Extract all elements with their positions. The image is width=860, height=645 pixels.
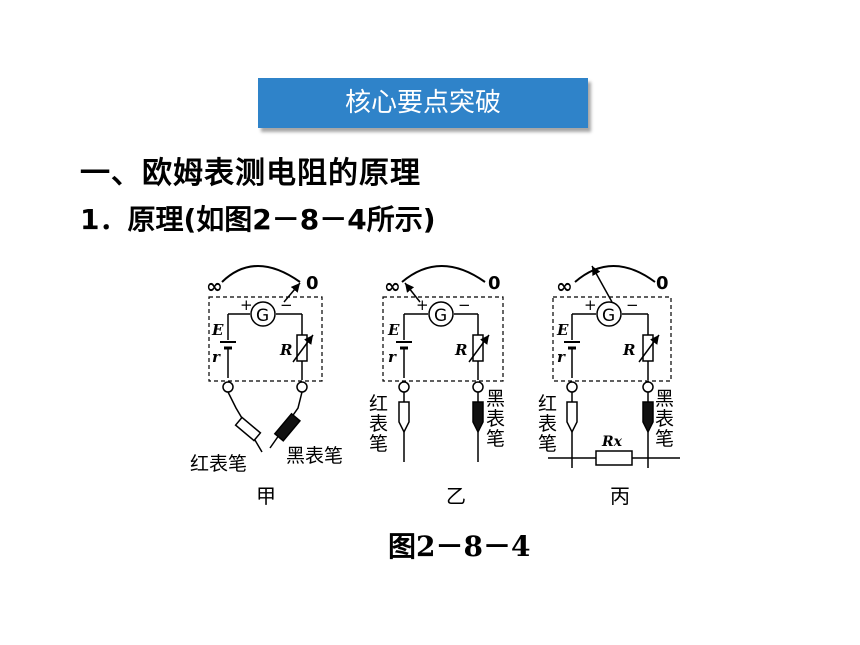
terminal-icon <box>222 381 234 393</box>
panel-label-bing: 丙 <box>610 484 630 508</box>
rheostat-label: R <box>454 341 467 359</box>
rheostat-icon <box>472 334 484 362</box>
plus-sign: + <box>240 296 253 314</box>
red-probe-char: 表 <box>369 413 388 435</box>
rheostat-label: R <box>622 341 635 359</box>
rheostat-arrow <box>292 334 314 363</box>
minus-sign: − <box>458 296 471 314</box>
meter-scale-arc <box>401 265 486 283</box>
internal-r-label: r <box>388 348 397 366</box>
section-heading: 一、欧姆表测电阻的原理 <box>80 156 421 191</box>
panel-bing: ∞ 0 G + − E r R Rx 红 表 笔 黑 表 <box>538 265 680 468</box>
rheostat-arrow <box>638 334 660 363</box>
black-probe-icon <box>273 412 302 442</box>
galvanometer-label: G <box>602 306 615 326</box>
rheostat-icon <box>642 334 654 362</box>
black-probe-char: 笔 <box>655 428 674 450</box>
infinity-mark: ∞ <box>556 274 573 298</box>
black-probe-label: 黑表笔 <box>286 445 343 467</box>
meter-box <box>552 296 672 382</box>
meter-box <box>208 296 323 382</box>
internal-r-label: r <box>212 348 221 366</box>
black-probe-char: 表 <box>655 408 674 430</box>
red-probe-char: 红 <box>369 393 388 415</box>
meter-scale-arc <box>221 265 301 283</box>
terminal-icon <box>642 381 654 393</box>
plus-sign: + <box>584 296 597 314</box>
terminal-icon <box>472 381 484 393</box>
red-probe-char: 表 <box>538 413 557 435</box>
needle-arrow <box>283 282 301 303</box>
black-probe-char: 黑 <box>655 388 674 410</box>
panel-label-yi: 乙 <box>446 484 466 508</box>
zero-mark: 0 <box>656 273 669 294</box>
infinity-mark: ∞ <box>206 274 223 298</box>
red-probe-char: 笔 <box>538 433 557 455</box>
rx-resistor-icon <box>595 450 633 466</box>
panel-yi: ∞ 0 G + − E r R 红 表 笔 黑 表 笔 <box>369 265 505 462</box>
emf-label: E <box>556 321 569 339</box>
rheostat-label: R <box>279 341 292 359</box>
galvanometer-label: G <box>434 306 447 326</box>
internal-r-label: r <box>557 348 566 366</box>
needle-arrow <box>591 265 613 303</box>
galvanometer-icon <box>428 301 454 327</box>
galvanometer-icon <box>596 301 622 327</box>
rx-label: Rx <box>601 434 623 450</box>
needle-arrow <box>404 282 421 303</box>
emf-label: E <box>211 321 224 339</box>
terminal-icon <box>566 381 578 393</box>
black-probe-icon <box>472 401 484 434</box>
red-probe-icon <box>398 401 410 434</box>
meter-box <box>382 296 504 382</box>
zero-mark: 0 <box>306 273 319 294</box>
galvanometer-label: G <box>256 306 269 326</box>
red-probe-char: 红 <box>538 393 557 415</box>
red-probe-icon <box>566 401 578 434</box>
rheostat-icon <box>296 334 308 362</box>
figure-caption: 图2－8－4 <box>388 530 531 563</box>
plus-sign: + <box>416 296 429 314</box>
black-probe-char: 黑 <box>486 388 505 410</box>
panel-label-jia: 甲 <box>256 484 276 508</box>
emf-label: E <box>387 321 400 339</box>
zero-mark: 0 <box>488 273 501 294</box>
section-banner: 核心要点突破 <box>258 78 588 128</box>
minus-sign: − <box>626 296 639 314</box>
galvanometer-icon <box>250 301 276 327</box>
terminal-icon <box>398 381 410 393</box>
black-probe-icon <box>642 401 654 434</box>
black-probe-char: 笔 <box>486 428 505 450</box>
minus-sign: − <box>280 296 293 314</box>
red-probe-label: 红表笔 <box>190 453 247 475</box>
panel-jia: ∞ 0 G + − E r R 红表笔 黑表笔 <box>190 265 343 475</box>
red-probe-char: 笔 <box>369 433 388 455</box>
infinity-mark: ∞ <box>384 274 401 298</box>
terminal-icon <box>296 381 308 393</box>
principle-subheading: 1．原理(如图2－8－4所示) <box>80 203 436 236</box>
rheostat-arrow <box>468 334 490 363</box>
red-probe-icon <box>234 416 262 442</box>
meter-scale-arc <box>574 265 656 283</box>
black-probe-char: 表 <box>486 408 505 430</box>
